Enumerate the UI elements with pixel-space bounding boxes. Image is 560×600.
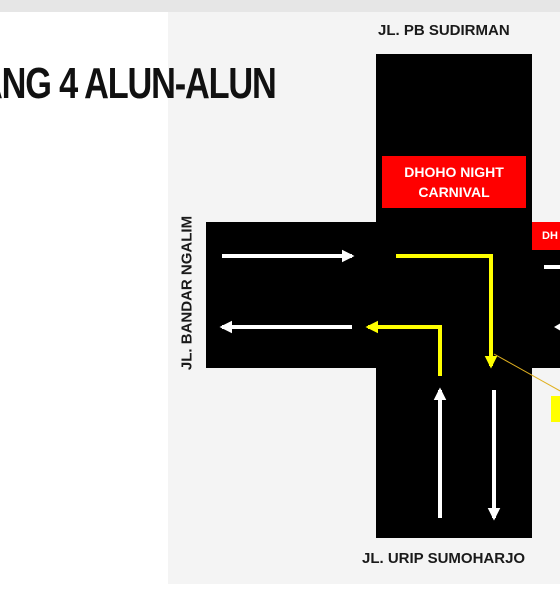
arrow-right-lane-partial-head xyxy=(554,323,560,331)
window-top-strip xyxy=(0,0,560,12)
arrow-yellow-turn-west xyxy=(365,320,442,376)
yellow-callout-box xyxy=(551,396,560,422)
page-title: ANG 4 ALUN-ALUN xyxy=(0,59,277,108)
road-label-top: JL. PB SUDIRMAN xyxy=(378,22,510,39)
event-tag-main: DHOHO NIGHT CARNIVAL xyxy=(382,156,526,208)
event-tag-clipped: DH xyxy=(532,222,560,250)
callout-leader-line xyxy=(493,353,560,392)
road-horizontal xyxy=(206,222,560,368)
arrow-yellow-turn-south xyxy=(396,254,498,369)
road-label-bottom: JL. URIP SUMOHARJO xyxy=(362,550,526,567)
event-tag-main-text: DHOHO NIGHT CARNIVAL xyxy=(404,164,504,200)
event-tag-clipped-text: DH xyxy=(542,230,558,242)
